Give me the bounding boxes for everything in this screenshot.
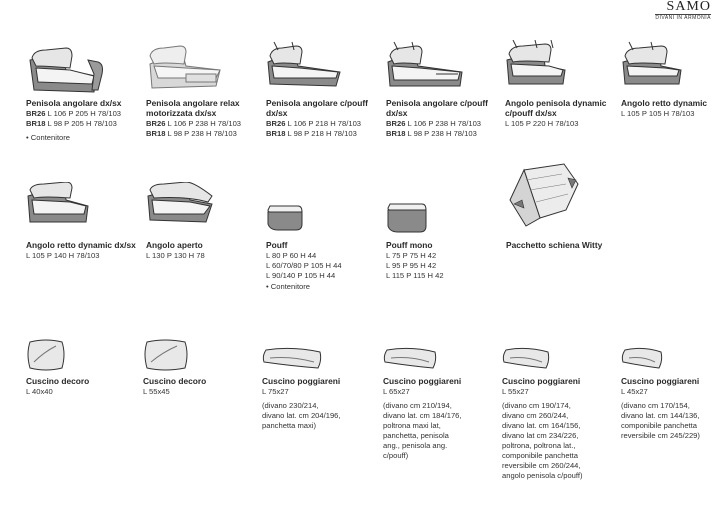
corner-dynamic-icon	[621, 40, 717, 98]
brand-logo: SAMO DIVANI IN ARMONIA	[655, 0, 711, 21]
item-description: (divano cm 210/194, divano lat. cm 184/1…	[383, 401, 462, 460]
cushion-decor-icon	[143, 338, 255, 376]
chaise-corner-icon	[26, 40, 138, 98]
catalog-item-16: Cuscino poggiareni L 55x27 (divano cm 19…	[502, 338, 614, 481]
item-name: Penisola angolare relax motorizzata dx/s…	[146, 98, 240, 118]
relax-chaise-icon	[146, 40, 258, 98]
catalog-item-7: Angolo retto dynamic dx/sx L 105 P 140 H…	[26, 182, 138, 261]
item-dims: BR26 L 106 P 218 H 78/103 BR18 L 98 P 21…	[266, 119, 362, 138]
back-cushion-pack-icon	[506, 160, 618, 240]
item-dims: L 80 P 60 H 44 L 60/70/80 P 105 H 44 L 9…	[266, 251, 342, 280]
catalog-item-10: Pouff mono L 75 P 75 H 42 L 95 P 95 H 42…	[386, 182, 498, 281]
item-dims: L 130 P 130 H 78	[146, 251, 205, 260]
item-name: Angolo penisola dynamic c/pouff dx/sx	[505, 98, 607, 118]
item-dims: L 55x45	[143, 387, 170, 396]
item-description: (divano cm 170/154, divano lat. cm 144/1…	[621, 401, 700, 440]
catalog-item-6: Angolo retto dynamic L 105 P 105 H 78/10…	[621, 40, 717, 119]
catalog-item-4: Penisola angolare c/pouff dx/sx BR26 L 1…	[386, 40, 498, 139]
item-name: Penisola angolare c/pouff dx/sx	[386, 98, 488, 118]
item-dims: BR26 L 106 P 238 H 78/103 BR18 L 98 P 23…	[386, 119, 482, 138]
catalog-item-17: Cuscino poggiareni L 45x27 (divano cm 17…	[621, 338, 717, 441]
item-name: Angolo retto dynamic dx/sx	[26, 240, 136, 250]
catalog-item-13: Cuscino decoro L 55x45	[143, 338, 255, 397]
item-name: Cuscino poggiareni	[621, 376, 700, 386]
lumbar-cushion-icon	[383, 338, 495, 376]
corner-chaise-dynamic-icon	[505, 40, 617, 98]
item-description: (divano 230/214, divano lat. cm 204/196,…	[262, 401, 341, 430]
item-dims: L 75 P 75 H 42 L 95 P 95 H 42 L 115 P 11…	[386, 251, 444, 280]
catalog-item-12: Cuscino decoro L 40x40	[26, 338, 138, 397]
chaise-pouff-long-icon	[386, 40, 498, 98]
item-name: Cuscino decoro	[26, 376, 90, 386]
catalog-item-8: Angolo aperto L 130 P 130 H 78	[146, 182, 258, 261]
item-dims: BR26 L 106 P 205 H 78/103 BR18 L 98 P 20…	[26, 109, 122, 128]
item-name: Penisola angolare c/pouff dx/sx	[266, 98, 368, 118]
pouff-icon	[266, 182, 378, 240]
pouff-mono-icon	[386, 182, 498, 240]
item-dims: L 75x27	[262, 387, 289, 396]
corner-right-dynamic-icon	[26, 182, 138, 240]
item-dims: L 105 P 105 H 78/103	[621, 109, 695, 118]
item-dims: L 105 P 140 H 78/103	[26, 251, 100, 260]
catalog-item-11: Pacchetto schiena Witty	[506, 160, 618, 250]
lumbar-cushion-icon	[262, 338, 374, 376]
item-description: (divano cm 190/174, divano cm 260/244, d…	[502, 401, 583, 480]
item-name: Cuscino poggiareni	[502, 376, 581, 386]
item-name: Pacchetto schiena Witty	[506, 240, 603, 250]
item-name: Cuscino poggiareni	[262, 376, 341, 386]
lumbar-cushion-icon	[502, 338, 614, 376]
catalog-item-2: Penisola angolare relax motorizzata dx/s…	[146, 40, 258, 139]
item-dims: L 45x27	[621, 387, 648, 396]
item-name: Cuscino poggiareni	[383, 376, 462, 386]
open-corner-icon	[146, 182, 258, 240]
catalog-item-5: Angolo penisola dynamic c/pouff dx/sx L …	[505, 40, 617, 129]
item-dims: L 105 P 220 H 78/103	[505, 119, 579, 128]
item-name: Angolo aperto	[146, 240, 203, 250]
item-dims: L 55x27	[502, 387, 529, 396]
catalog-item-14: Cuscino poggiareni L 75x27 (divano 230/2…	[262, 338, 374, 431]
item-dims: L 40x40	[26, 387, 53, 396]
item-name: Pouff	[266, 240, 288, 250]
item-name: Penisola angolare dx/sx	[26, 98, 122, 108]
item-name: Angolo retto dynamic	[621, 98, 708, 108]
lumbar-cushion-icon	[621, 338, 717, 376]
item-note: • Contenitore	[26, 133, 71, 142]
catalog-item-9: Pouff L 80 P 60 H 44 L 60/70/80 P 105 H …	[266, 182, 378, 292]
item-note: • Contenitore	[266, 282, 311, 291]
logo-text: SAMO	[666, 0, 711, 14]
logo-subtext: DIVANI IN ARMONIA	[655, 14, 711, 21]
chaise-pouff-icon	[266, 40, 378, 98]
catalog-item-1: Penisola angolare dx/sx BR26 L 106 P 205…	[26, 40, 138, 143]
item-name: Cuscino decoro	[143, 376, 207, 386]
item-name: Pouff mono	[386, 240, 433, 250]
cushion-decor-icon	[26, 338, 138, 376]
item-dims: L 65x27	[383, 387, 410, 396]
catalog-item-3: Penisola angolare c/pouff dx/sx BR26 L 1…	[266, 40, 378, 139]
catalog-item-15: Cuscino poggiareni L 65x27 (divano cm 21…	[383, 338, 495, 461]
item-dims: BR26 L 106 P 238 H 78/103 BR18 L 98 P 23…	[146, 119, 242, 138]
